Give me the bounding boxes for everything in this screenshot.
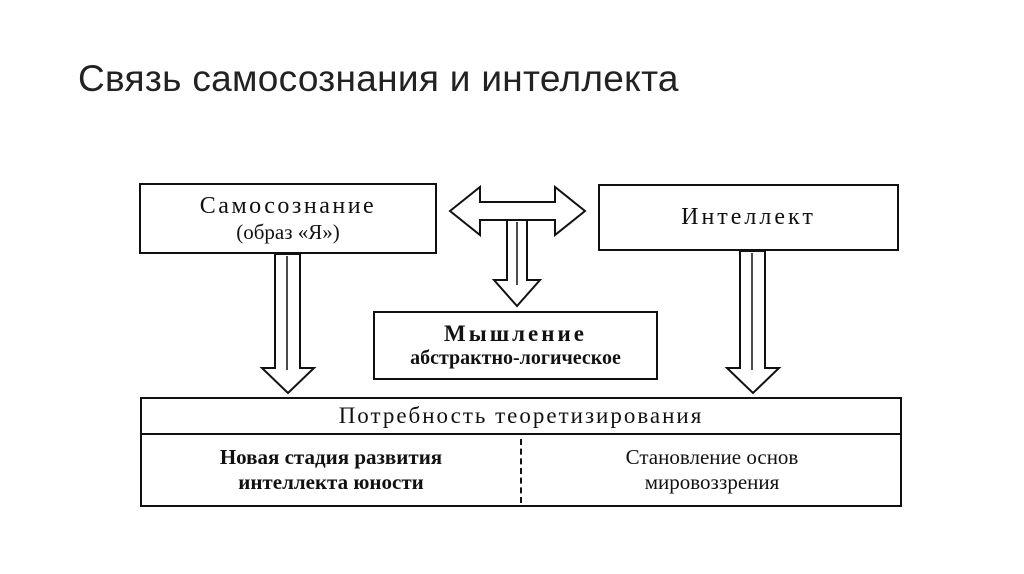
arrow-intellect-to-need xyxy=(724,250,782,395)
thinking-box: Мышление абстрактно-логическое xyxy=(373,311,658,380)
worldview-line1: Становление основ xyxy=(625,444,799,469)
worldview-cell: Становление основ мировоззрения xyxy=(522,435,902,505)
theorizing-need-box: Потребность теоретизирования Новая стади… xyxy=(140,397,902,507)
dashed-divider xyxy=(520,439,522,503)
self-awareness-label: Самосознание xyxy=(199,192,377,219)
self-awareness-box: Самосознание (образ «Я») xyxy=(139,183,437,254)
worldview-line2: мировоззрения xyxy=(644,470,780,494)
double-arrow-self-intellect xyxy=(448,184,587,238)
new-stage-cell: Новая стадия развития интеллекта юности xyxy=(142,435,520,505)
thinking-type-label: абстрактно-логическое xyxy=(410,347,621,370)
slide-title: Связь самосознания и интеллекта xyxy=(78,58,679,99)
new-stage-line2: интеллекта юности xyxy=(238,470,424,494)
intellect-label: Интеллект xyxy=(681,203,816,230)
theorizing-need-header: Потребность теоретизирования xyxy=(142,399,900,435)
arrow-self-to-need xyxy=(259,253,317,395)
new-stage-line1: Новая стадия развития xyxy=(219,444,443,469)
self-image-label: (образ «Я») xyxy=(236,220,340,245)
thinking-label: Мышление xyxy=(444,320,587,346)
intellect-box: Интеллект xyxy=(598,184,899,251)
